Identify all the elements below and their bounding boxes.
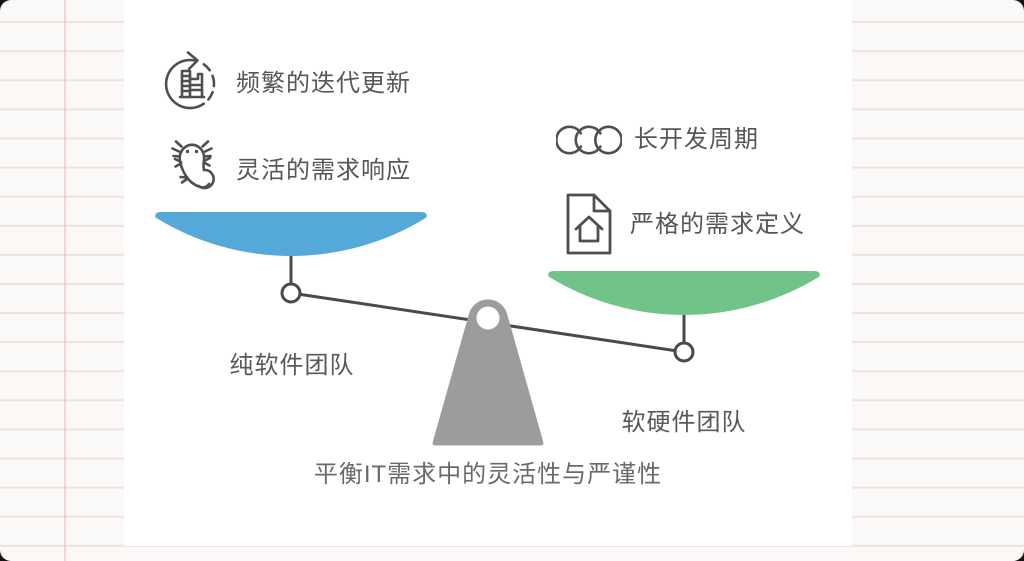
- cycle-circles-icon: [556, 120, 622, 160]
- left-item-2-label: 灵活的需求响应: [236, 157, 411, 184]
- document-house-icon: [560, 190, 618, 258]
- right-item-2-label: 严格的需求定义: [630, 211, 805, 238]
- left-pan-label: 纯软件团队: [229, 352, 355, 379]
- left-pivot-circle: [280, 282, 302, 304]
- fulcrum-hole: [476, 306, 500, 330]
- diagram-title: 平衡IT需求中的灵活性与严谨性: [313, 461, 663, 488]
- left-pan: [155, 212, 427, 256]
- iteration-cycle-icon: [158, 49, 224, 115]
- right-pan: [548, 271, 820, 315]
- right-item-1-label: 长开发周期: [634, 126, 759, 153]
- axolotl-flexibility-icon: [160, 136, 224, 202]
- balance-scale-graphic: [155, 212, 820, 446]
- fulcrum-triangle: [432, 299, 544, 446]
- left-item-1-label: 频繁的迭代更新: [236, 70, 411, 97]
- notebook-margin-line: [64, 0, 66, 561]
- diagram-card: 频繁的迭代更新 灵活的需求响应: [124, 0, 852, 546]
- right-pan-label: 软硬件团队: [621, 409, 747, 436]
- right-pivot-circle: [673, 341, 695, 363]
